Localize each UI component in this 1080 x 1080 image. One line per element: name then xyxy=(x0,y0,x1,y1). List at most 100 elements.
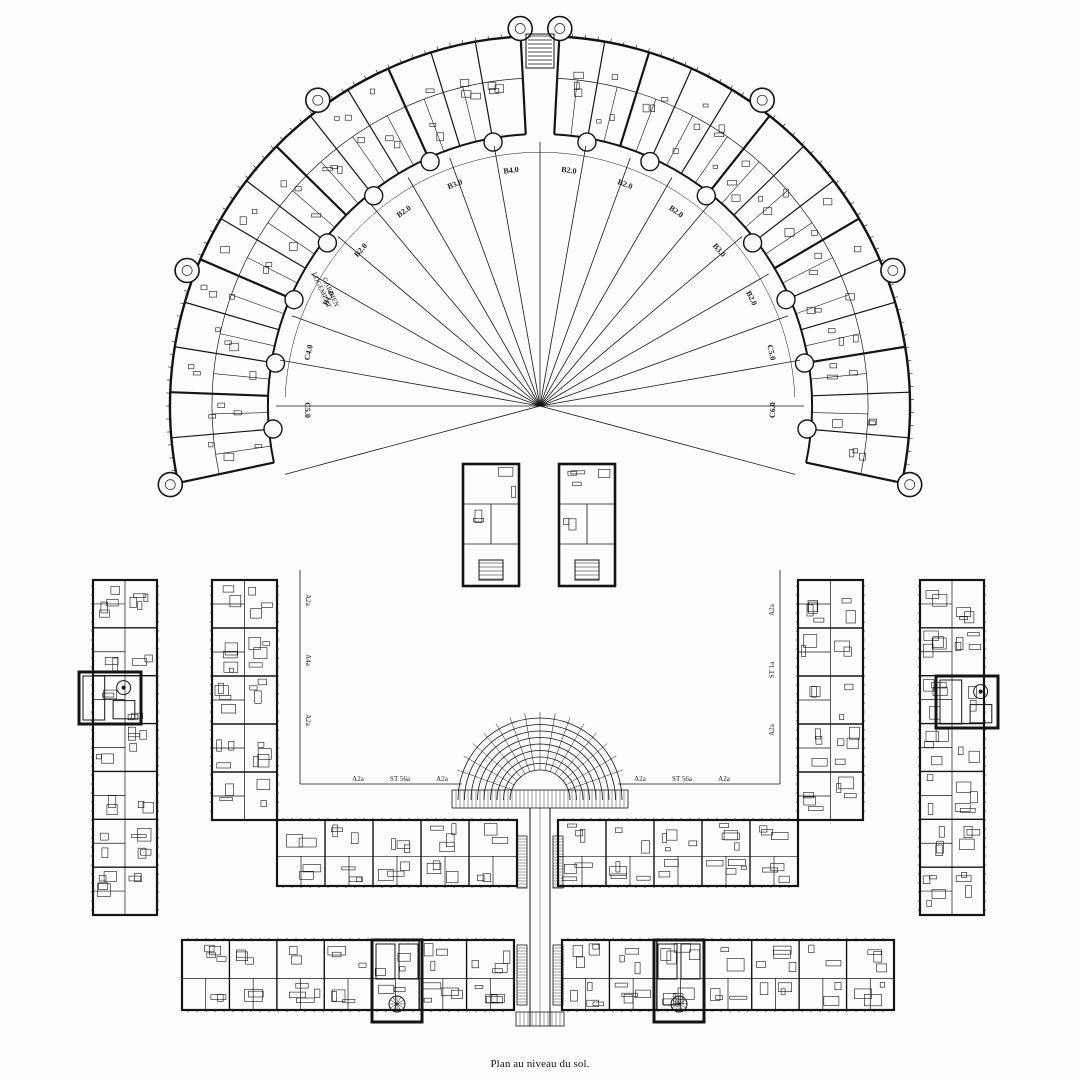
furniture xyxy=(576,956,585,968)
furniture xyxy=(422,982,442,990)
window-tick xyxy=(792,132,796,136)
furniture xyxy=(778,875,790,884)
furniture xyxy=(474,509,483,523)
furniture xyxy=(110,586,121,595)
furniture xyxy=(803,792,814,799)
furniture xyxy=(248,990,264,998)
stair-tread xyxy=(678,1003,687,1009)
radial-line xyxy=(311,273,541,407)
window-tick xyxy=(270,145,275,150)
furniture xyxy=(200,284,208,291)
furniture xyxy=(263,266,269,274)
south-outer-block-east xyxy=(560,938,896,1024)
crescent-entrance-steps xyxy=(525,33,555,69)
window-tick xyxy=(289,127,293,132)
furniture xyxy=(461,90,472,98)
furniture xyxy=(926,774,934,782)
bay-window xyxy=(263,419,283,439)
furniture xyxy=(103,689,117,700)
window-tick xyxy=(461,40,464,45)
stair-tread xyxy=(674,996,680,1005)
furniture xyxy=(784,228,795,237)
furniture xyxy=(926,900,932,907)
furniture xyxy=(965,885,972,898)
furniture xyxy=(265,262,273,267)
furniture xyxy=(956,637,964,650)
furniture xyxy=(759,825,768,833)
lift xyxy=(112,700,136,720)
room-wall xyxy=(695,136,728,183)
furniture xyxy=(712,164,718,169)
window-tick xyxy=(875,247,880,250)
room-wall xyxy=(292,190,336,228)
furniture xyxy=(426,862,442,874)
stair xyxy=(574,559,600,581)
window-tick xyxy=(782,123,786,127)
plan-caption: Plan au niveau du sol. xyxy=(490,1058,590,1070)
furniture xyxy=(771,832,789,840)
furniture xyxy=(968,750,980,763)
furniture xyxy=(867,949,882,955)
furniture xyxy=(592,943,600,950)
furniture xyxy=(451,823,457,836)
amphitheatre xyxy=(451,712,629,809)
furniture xyxy=(484,823,498,836)
party-wall xyxy=(474,41,494,139)
court-unit-label: ST 56a xyxy=(672,775,693,783)
stair-tread xyxy=(389,999,398,1005)
window-tick xyxy=(203,241,208,245)
furniture xyxy=(470,92,481,100)
furniture xyxy=(257,753,270,768)
radial-line xyxy=(407,177,541,407)
furniture xyxy=(956,781,972,793)
furniture xyxy=(327,946,346,956)
furniture xyxy=(664,847,671,852)
stair-tower xyxy=(304,87,331,113)
crescent-building xyxy=(157,15,923,498)
furniture xyxy=(718,124,725,133)
window-tick xyxy=(719,78,722,83)
furniture xyxy=(423,943,434,957)
furniture xyxy=(100,601,109,614)
furniture xyxy=(106,599,119,607)
furniture xyxy=(642,103,650,113)
window-tick xyxy=(261,155,266,159)
party-wall xyxy=(733,145,805,216)
court-unit-label: A2a xyxy=(768,603,776,616)
furniture xyxy=(846,737,859,749)
furniture xyxy=(249,371,257,380)
furniture xyxy=(931,637,947,650)
furniture xyxy=(220,246,230,254)
furniture xyxy=(666,829,678,841)
furniture xyxy=(289,946,298,955)
furniture xyxy=(650,104,655,113)
party-wall xyxy=(174,346,272,364)
window-tick xyxy=(436,46,439,51)
party-wall xyxy=(170,391,269,397)
room-wall xyxy=(423,99,445,152)
furniture xyxy=(103,871,117,882)
unit-type-label: B2.0 xyxy=(744,289,759,307)
furniture xyxy=(228,740,235,751)
window-tick xyxy=(597,36,599,41)
furniture xyxy=(423,997,433,1003)
window-tick xyxy=(856,213,861,216)
bay-window xyxy=(577,132,597,152)
furniture xyxy=(494,84,504,93)
furniture xyxy=(808,601,818,614)
window-tick xyxy=(411,54,414,59)
furniture xyxy=(250,608,262,619)
furniture xyxy=(563,864,578,874)
room-wall xyxy=(247,257,298,284)
furniture xyxy=(218,682,224,694)
furniture xyxy=(219,797,233,802)
furniture xyxy=(574,88,583,97)
furniture xyxy=(839,714,845,720)
furniture xyxy=(229,595,242,608)
window-tick xyxy=(869,235,874,239)
furniture xyxy=(445,871,459,884)
stair-tread xyxy=(396,1003,402,1012)
window-tick xyxy=(171,340,176,343)
window-tick xyxy=(215,218,220,222)
stair-tread xyxy=(678,999,687,1005)
